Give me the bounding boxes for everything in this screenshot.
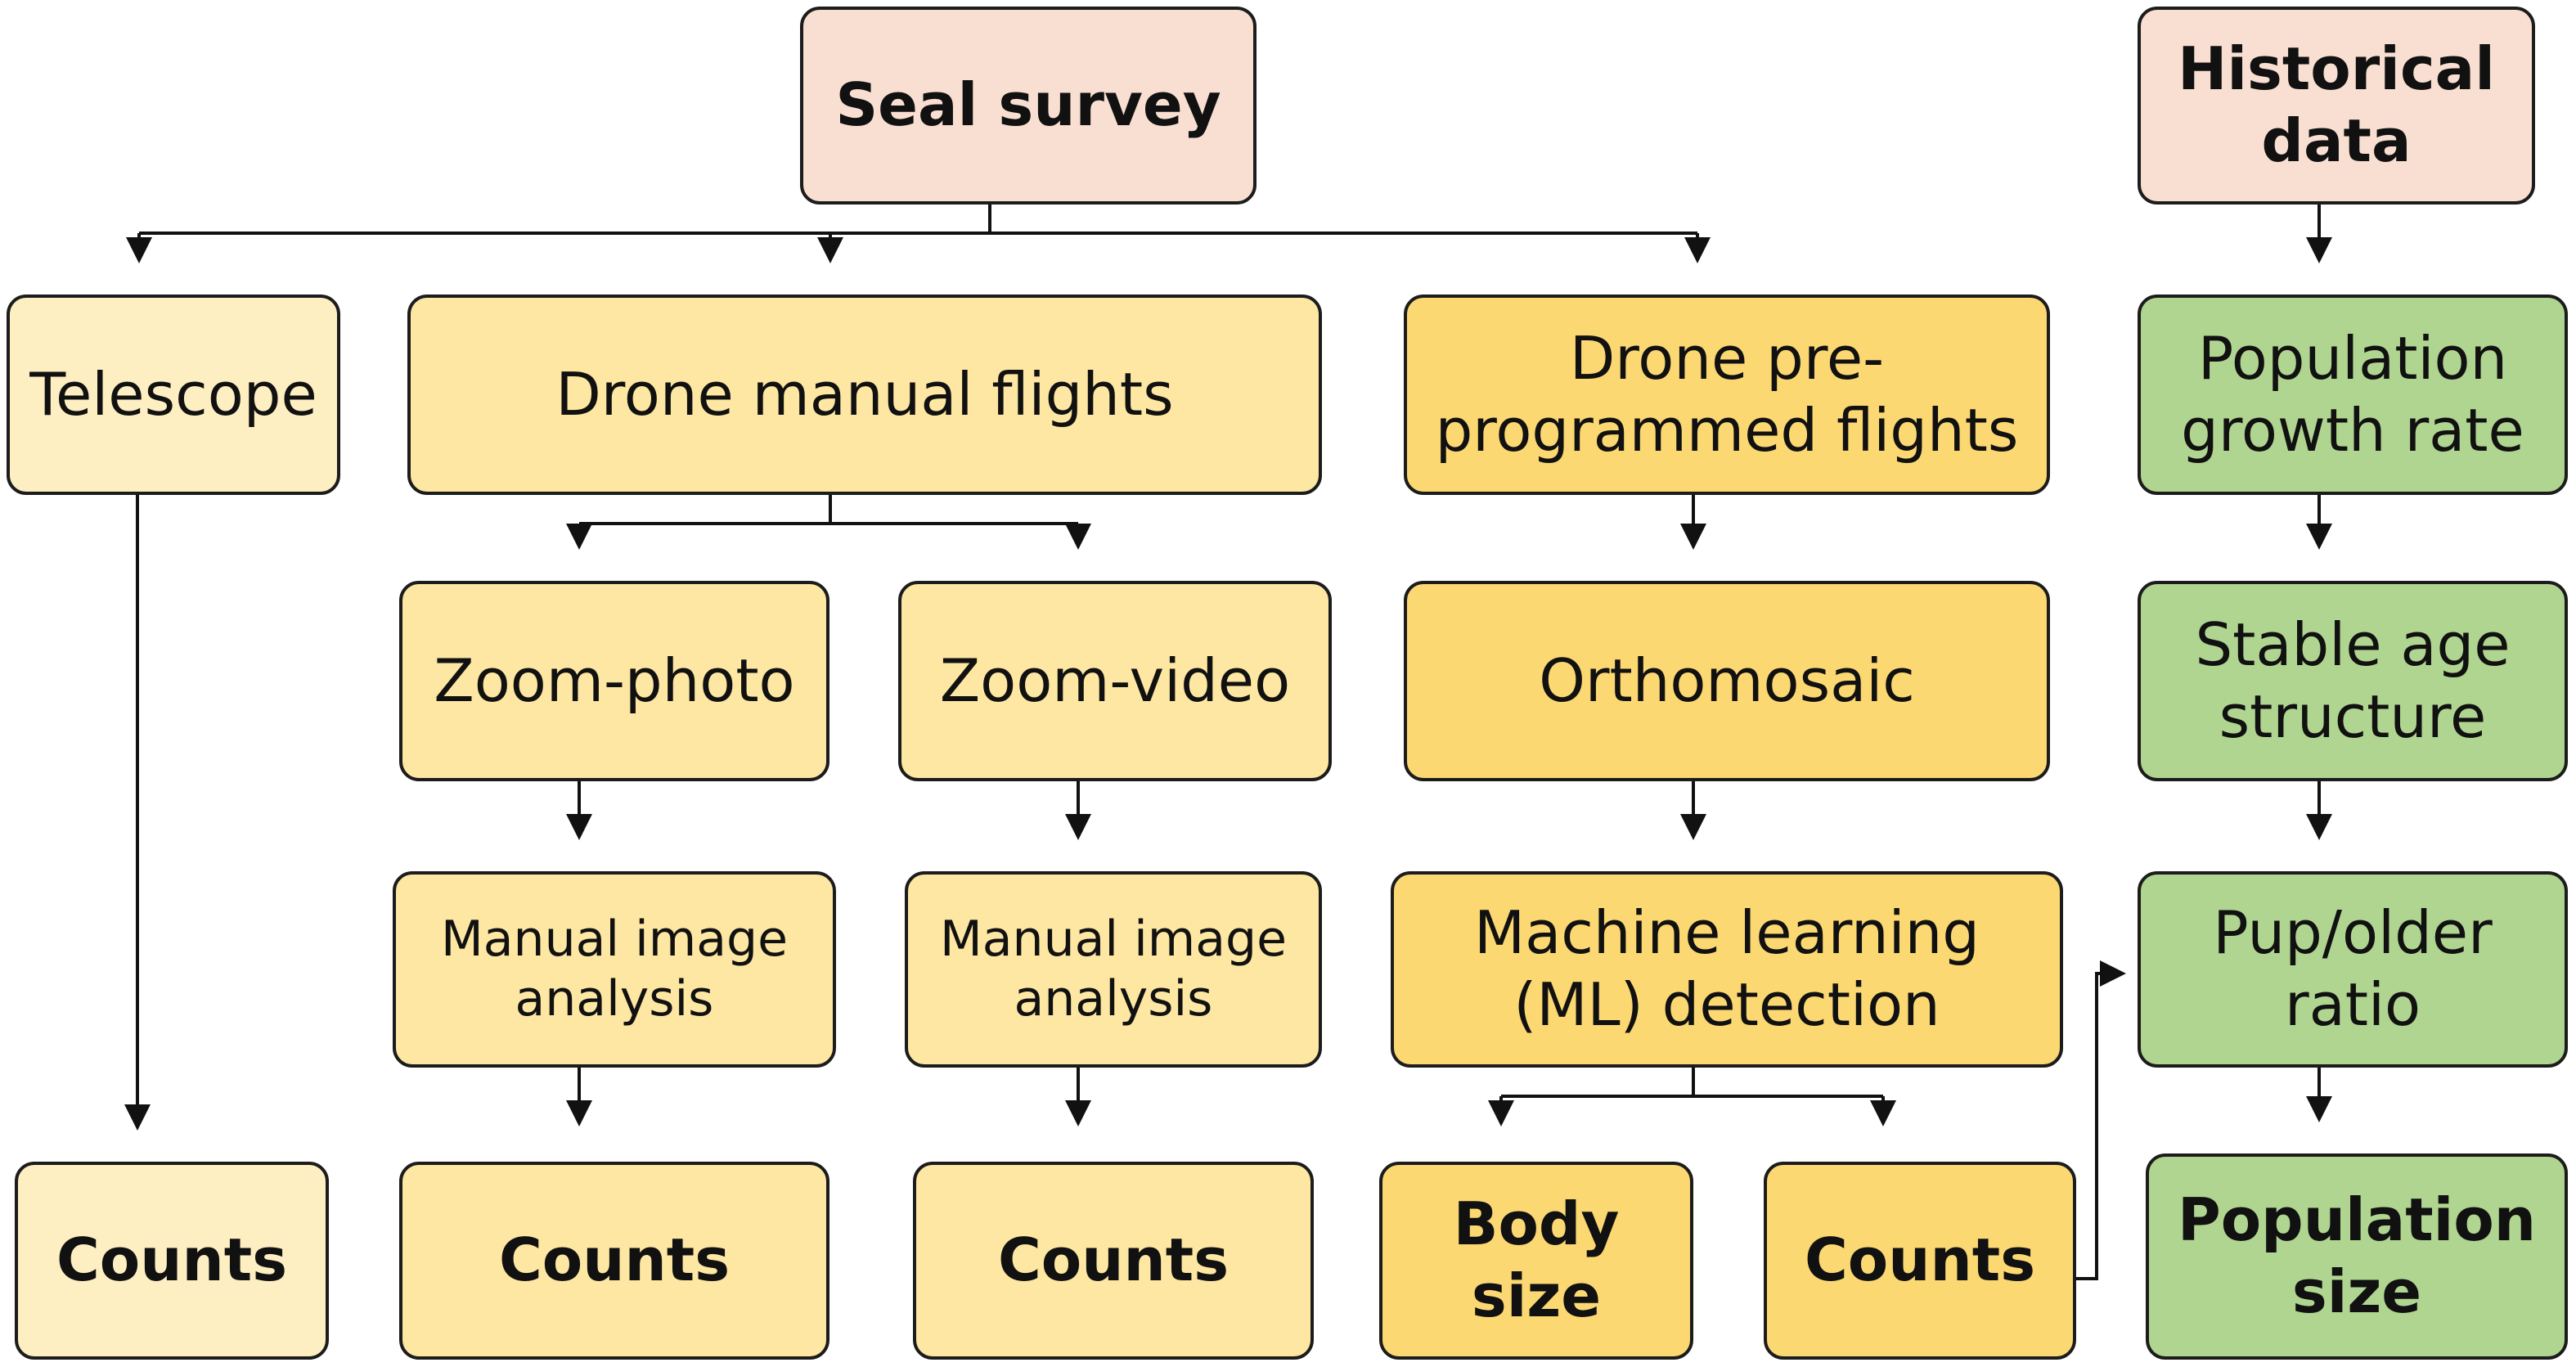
- counts-telescope-box: Counts: [15, 1162, 329, 1360]
- counts-video-box: Counts: [913, 1162, 1314, 1360]
- zoom-photo-label: Zoom-photo: [434, 645, 795, 715]
- historical-data-box: Historical data: [2138, 7, 2535, 205]
- drone-manual-flights-box: Drone manual flights: [407, 295, 1322, 495]
- pup-older-ratio-box: Pup/older ratio: [2138, 871, 2568, 1068]
- seal-survey-box: Seal survey: [800, 7, 1257, 205]
- counts-ml-box: Counts: [1764, 1162, 2076, 1360]
- manual-image-analysis-photo-box: Manual image analysis: [393, 871, 836, 1068]
- drone-manual-flights-label: Drone manual flights: [555, 359, 1174, 429]
- historical-data-label: Historical data: [2178, 34, 2495, 175]
- counts-photo-box: Counts: [399, 1162, 829, 1360]
- manual-image-analysis-photo-label: Manual image analysis: [441, 910, 788, 1027]
- body-size-label: Body size: [1453, 1189, 1620, 1330]
- zoom-photo-box: Zoom-photo: [399, 581, 829, 781]
- arrow-counts-pupratio: [2076, 960, 2126, 1280]
- population-growth-rate-label: Population growth rate: [2181, 323, 2524, 465]
- telescope-label: Telescope: [29, 359, 317, 429]
- zoom-video-box: Zoom-video: [898, 581, 1332, 781]
- counts-telescope-label: Counts: [56, 1225, 288, 1295]
- counts-ml-label: Counts: [1804, 1225, 2036, 1295]
- orthomosaic-box: Orthomosaic: [1404, 581, 2050, 781]
- ml-detection-box: Machine learning (ML) detection: [1391, 871, 2063, 1068]
- population-growth-rate-box: Population growth rate: [2138, 295, 2568, 495]
- stable-age-structure-label: Stable age structure: [2195, 609, 2511, 751]
- telescope-box: Telescope: [7, 295, 340, 495]
- drone-preprogrammed-flights-box: Drone pre- programmed flights: [1404, 295, 2050, 495]
- population-size-label: Population size: [2177, 1185, 2537, 1326]
- seal-survey-label: Seal survey: [835, 70, 1221, 140]
- pup-older-ratio-label: Pup/older ratio: [2213, 898, 2493, 1039]
- manual-image-analysis-video-box: Manual image analysis: [905, 871, 1322, 1068]
- counts-photo-label: Counts: [498, 1225, 731, 1295]
- population-size-box: Population size: [2146, 1153, 2568, 1360]
- zoom-video-label: Zoom-video: [939, 645, 1291, 715]
- counts-video-label: Counts: [997, 1225, 1230, 1295]
- stable-age-structure-box: Stable age structure: [2138, 581, 2568, 781]
- manual-image-analysis-video-label: Manual image analysis: [940, 910, 1287, 1027]
- drone-preprogrammed-flights-label: Drone pre- programmed flights: [1435, 323, 2019, 465]
- orthomosaic-label: Orthomosaic: [1539, 645, 1915, 715]
- ml-detection-label: Machine learning (ML) detection: [1473, 898, 1980, 1039]
- body-size-box: Body size: [1379, 1162, 1693, 1360]
